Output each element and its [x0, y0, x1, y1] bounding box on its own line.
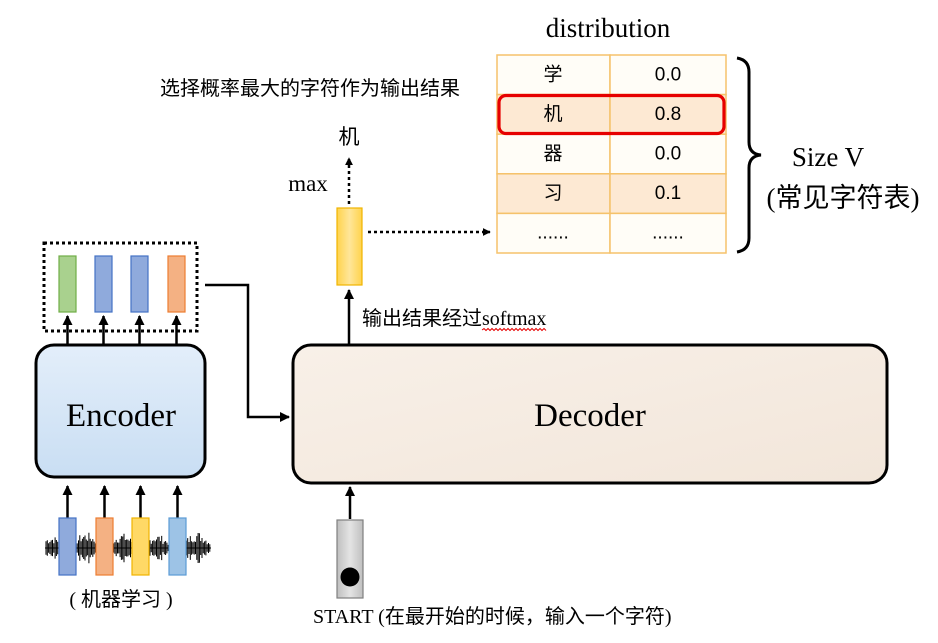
token-char: 器	[543, 144, 562, 165]
decoder-label: Decoder	[534, 398, 646, 434]
encoder-output-box	[42, 241, 199, 333]
spellcheck-underline	[481, 327, 547, 332]
distribution-table	[496, 54, 727, 254]
vocab-brace	[736, 56, 762, 254]
encoder-to-decoder-arrow	[205, 283, 290, 422]
input-caption: ( 机器学习 )	[69, 588, 172, 611]
encoder-output-vector	[58, 255, 77, 313]
table-cell	[609, 173, 727, 215]
encoder-output-vector	[167, 255, 186, 313]
softmax-annotation: 输出结果经过softmax	[362, 307, 546, 330]
table-cell	[496, 212, 611, 254]
token-prob: 0.0	[655, 65, 681, 86]
max-label: max	[288, 171, 328, 196]
table-cell	[609, 212, 727, 254]
table-cell	[609, 54, 727, 96]
softmax-output-vector	[336, 207, 363, 286]
audio-frame-vector	[58, 517, 77, 576]
table-cell	[609, 133, 727, 175]
table-cell	[609, 93, 727, 135]
token-prob: ......	[652, 223, 684, 244]
decoder-box	[291, 343, 889, 485]
max-probability-highlight	[497, 93, 726, 136]
start-caption: START (在最开始的时候，输入一个字符)	[313, 605, 672, 628]
table-row	[496, 173, 727, 215]
token-prob: 0.8	[655, 104, 681, 125]
token-char: ......	[537, 223, 569, 244]
token-char: 机	[543, 103, 562, 125]
output-char: 机	[339, 125, 360, 149]
argmax-annotation: 选择概率最大的字符作为输出结果	[160, 77, 460, 100]
distribution-title: distribution	[546, 13, 671, 43]
vocab-size-label: Size V	[792, 142, 865, 172]
table-row	[496, 133, 727, 175]
encoder-box	[34, 343, 207, 479]
encoder-input-arrows	[62, 485, 183, 518]
table-row	[496, 54, 727, 96]
audio-frame-vector	[95, 517, 114, 576]
start-token-dot	[340, 567, 360, 587]
table-text: 学 0.0 机 0.8 器 0.0 习 0.1 ...... ......	[537, 64, 684, 244]
encoder-output-vectors	[58, 255, 186, 313]
table-row	[496, 212, 727, 254]
softmax-word: softmax	[482, 308, 546, 330]
token-prob: 0.1	[655, 183, 681, 204]
encoder-label: Encoder	[66, 398, 176, 434]
vocab-description: (常见字符表)	[767, 183, 920, 213]
audio-frames	[58, 517, 187, 576]
softmax-annotation-prefix: 输出结果经过	[362, 307, 482, 330]
encoder-output-vector	[130, 255, 149, 313]
audio-frame-vector	[131, 517, 150, 576]
table-cell	[496, 54, 611, 96]
token-char: 学	[543, 64, 562, 86]
encoder-output-vector	[94, 255, 113, 313]
token-char: 习	[543, 183, 562, 204]
audio-frame-vector	[168, 517, 187, 576]
table-row	[496, 93, 727, 135]
encoder-up-arrows	[62, 315, 182, 345]
token-prob: 0.0	[655, 144, 681, 165]
